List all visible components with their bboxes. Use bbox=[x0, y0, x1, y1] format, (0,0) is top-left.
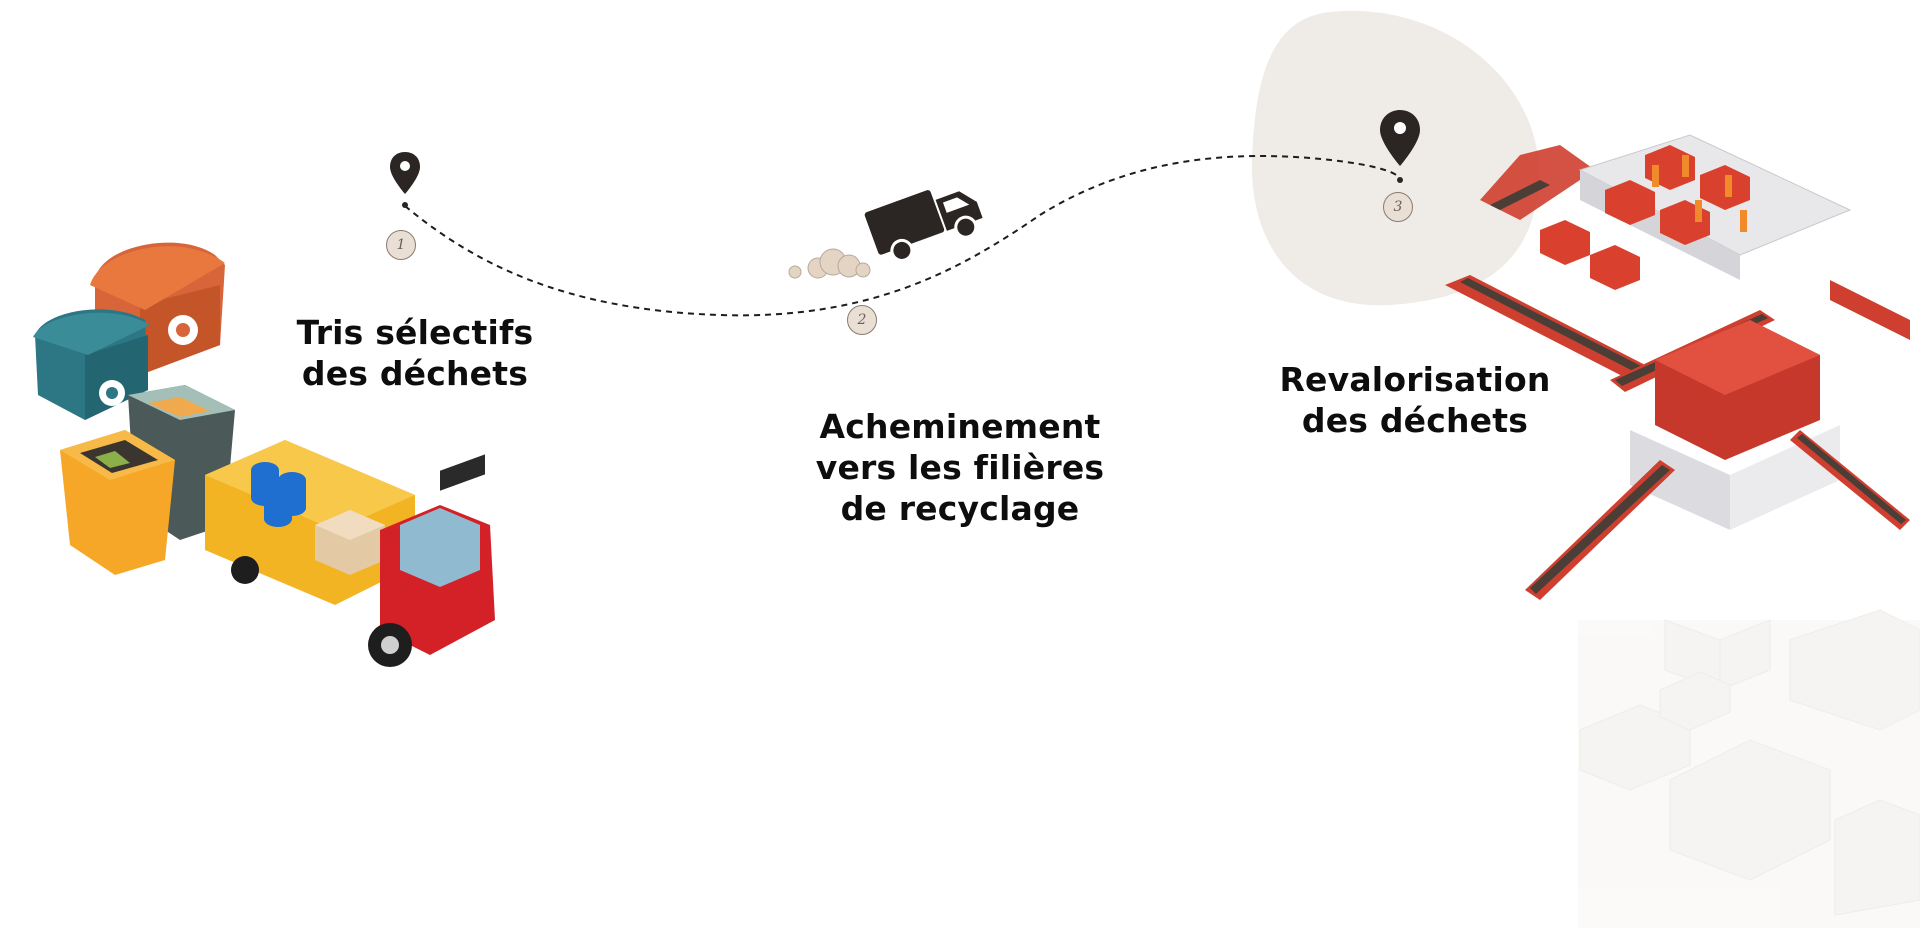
route-dashed-path bbox=[404, 154, 1401, 317]
step-3-badge: 3 bbox=[1383, 192, 1413, 222]
map-pin-icon bbox=[390, 152, 420, 208]
step-1-title: Tris sélectifs des déchets bbox=[296, 313, 534, 393]
step-2-badge: 2 bbox=[847, 305, 877, 335]
map-pin-icon bbox=[1380, 110, 1420, 183]
step-2-title: Acheminement vers les filières de recycl… bbox=[815, 407, 1105, 528]
step-1-pin bbox=[390, 152, 420, 208]
delivery-truck-icon bbox=[788, 190, 983, 279]
step-3-pin bbox=[1380, 110, 1420, 183]
step-1-badge: 1 bbox=[386, 230, 416, 260]
recycling-plant-illustration bbox=[1445, 134, 1910, 600]
step-3-title: Revalorisation des déchets bbox=[1279, 360, 1551, 440]
faded-boxes-illustration bbox=[1578, 609, 1920, 928]
waste-bins-truck-illustration bbox=[33, 242, 495, 667]
